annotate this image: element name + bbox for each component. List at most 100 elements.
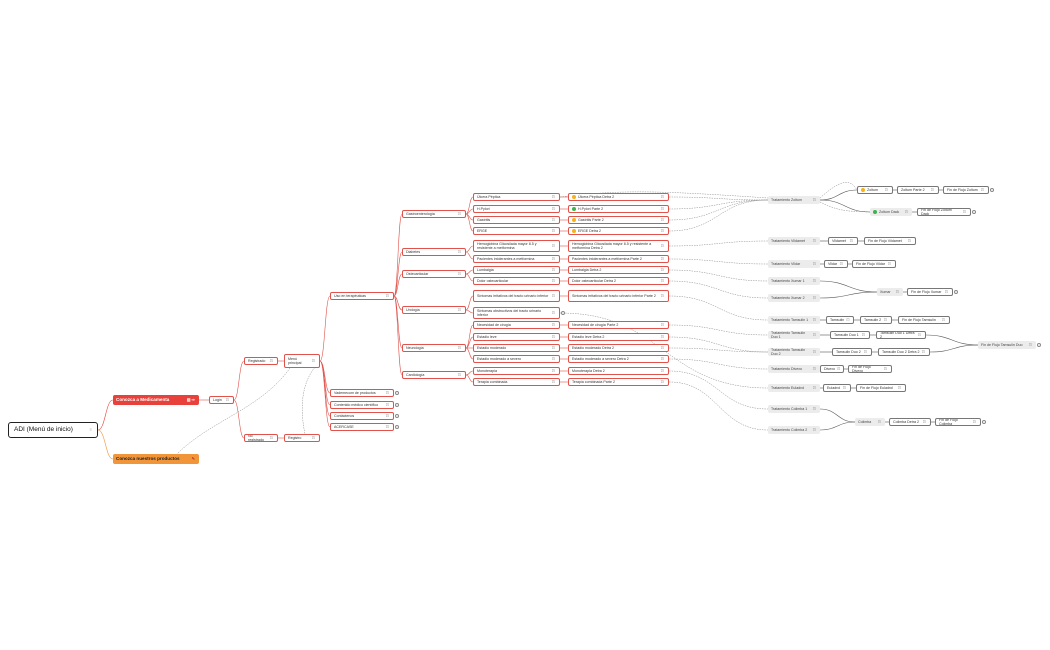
condition-topic[interactable]: Dolor osteoarticular⊡ xyxy=(473,277,560,285)
product-node[interactable]: Divexo⊡ xyxy=(820,365,844,373)
product-node[interactable]: Fin de Flujo Tamsulin⊡ xyxy=(898,316,950,324)
condition-detail[interactable]: Necesidad de cirugía Parte 2⊡ xyxy=(568,321,669,329)
expand-icon[interactable] xyxy=(982,420,986,424)
condition-topic[interactable]: Monoterapia⊡ xyxy=(473,367,560,375)
condition-topic[interactable]: Estadio moderado a severo⊡ xyxy=(473,355,560,363)
product-node[interactable]: Tamsulin Duo 1 Detra 2⊡ xyxy=(876,331,926,339)
expand-icon[interactable] xyxy=(954,290,958,294)
condition-topic[interactable]: Hemoglobina Glicosilada mayor 8.5 y resi… xyxy=(473,240,560,252)
treatment-node[interactable]: Tratamiento Colimba 2⊡ xyxy=(768,426,820,434)
condition-topic[interactable]: Gastritis⊡ xyxy=(473,216,560,224)
product-node[interactable]: Zoltum⊡ xyxy=(857,186,893,194)
treatment-node[interactable]: Tratamiento Tamsulin Duo 2⊡ xyxy=(768,348,820,356)
product-node[interactable]: Euladrol⊡ xyxy=(823,384,851,392)
product-node[interactable]: Fin de Flujo Euladrol⊡ xyxy=(856,384,906,392)
treatment-node[interactable]: Tratamiento Zoltum⊡ xyxy=(768,196,820,204)
expand-icon[interactable] xyxy=(395,403,399,407)
condition-topic[interactable]: Úlcera Péptica⊡ xyxy=(473,193,560,201)
expand-icon[interactable] xyxy=(395,391,399,395)
specialty-topic[interactable]: Neurología⊡ xyxy=(402,344,466,352)
treatment-node[interactable]: Tratamiento Colimba 1⊡ xyxy=(768,405,820,413)
condition-detail[interactable]: Monoterapia Detra 2⊡ xyxy=(568,367,669,375)
product-node[interactable]: Colimba Detra 2⊡ xyxy=(889,418,931,426)
product-node[interactable]: Fin de Flujo Tamsulin Duo⊡ xyxy=(978,341,1036,349)
menu-item[interactable]: Vademecum de productos⊡ xyxy=(330,389,394,397)
condition-topic[interactable]: Lumbalgia⊡ xyxy=(473,266,560,274)
product-node[interactable]: Fin de Flujo Zoltum⊡ xyxy=(943,186,989,194)
condition-topic[interactable]: Estadio moderado⊡ xyxy=(473,344,560,352)
specialty-topic[interactable]: Urología⊡ xyxy=(402,306,466,314)
expand-icon[interactable] xyxy=(395,414,399,418)
root-topic[interactable]: ADI (Menú de inicio) ≡ xyxy=(8,422,98,438)
condition-topic[interactable]: ERGE⊡ xyxy=(473,227,560,235)
product-node[interactable]: Tamsulin 2⊡ xyxy=(860,316,892,324)
treatment-node[interactable]: Tratamiento Vildar⊡ xyxy=(768,260,820,268)
product-node[interactable]: Fin de Flujo Vildamet⊡ xyxy=(864,237,916,245)
product-node[interactable]: Tamsulin Duo 1⊡ xyxy=(830,331,870,339)
condition-topic[interactable]: Síntomas irritativos del tracto urinario… xyxy=(473,290,560,302)
product-node[interactable]: Vildamet⊡ xyxy=(828,237,858,245)
condition-topic[interactable]: H.Pylori⊡ xyxy=(473,205,560,213)
topic-registrado[interactable]: Registrado⊡ xyxy=(244,357,278,365)
product-node[interactable]: Tamsulin⊡ xyxy=(826,316,854,324)
menu-item[interactable]: Contáctenos⊡ xyxy=(330,412,394,420)
product-node[interactable]: Zoltum Parte 2⊡ xyxy=(897,186,939,194)
condition-detail[interactable]: Úlcera Péptica Detra 2⊡ xyxy=(568,193,669,201)
specialty-topic[interactable]: Gastroenterología⊡ xyxy=(402,210,466,218)
product-node[interactable]: Vildar⊡ xyxy=(824,260,848,268)
treatment-node[interactable]: Tratamiento Tamsulin 1⊡ xyxy=(768,316,820,324)
product-node[interactable]: Zoltum Dack⊡ xyxy=(870,208,912,216)
condition-detail[interactable]: Terapia combinada Parte 2⊡ xyxy=(568,378,669,386)
condition-detail[interactable]: H.Pylori Parte 2⊡ xyxy=(568,205,669,213)
treatment-node[interactable]: Tratamiento Xumar 1⊡ xyxy=(768,277,820,285)
product-node[interactable]: Tamsulin Duo 2⊡ xyxy=(832,348,872,356)
treatment-node[interactable]: Tratamiento Vildamet⊡ xyxy=(768,237,820,245)
expand-icon[interactable] xyxy=(990,188,994,192)
condition-detail[interactable]: Pacientes intolerantes a metformina Part… xyxy=(568,255,669,263)
product-node[interactable]: Colimba⊡ xyxy=(855,418,885,426)
topic-no-registrado[interactable]: No registrado⊡ xyxy=(244,434,278,442)
topic-conozca-productos[interactable]: Conozca nuestros productos ✎ xyxy=(113,454,199,464)
expand-icon[interactable] xyxy=(561,311,565,315)
condition-topic[interactable]: Terapia combinada⊡ xyxy=(473,378,560,386)
condition-detail[interactable]: ERGE Detra 2⊡ xyxy=(568,227,669,235)
condition-detail[interactable]: Gastritis Parte 2⊡ xyxy=(568,216,669,224)
expand-icon[interactable] xyxy=(1037,343,1041,347)
condition-topic[interactable]: Síntomas obstructivos del tracto urinari… xyxy=(473,307,560,319)
product-node[interactable]: Xumar⊡ xyxy=(877,288,903,296)
note-icon: ⊡ xyxy=(842,384,846,390)
condition-detail[interactable]: Estadio moderado a severo Detra 2⊡ xyxy=(568,355,669,363)
menu-item[interactable]: Uso en terapéuticas⊡ xyxy=(330,292,394,300)
condition-topic[interactable]: Pacientes intolerantes a metformina⊡ xyxy=(473,255,560,263)
topic-conozca-medicamenta[interactable]: Conozca a Medicamenta ▥ ⇨ xyxy=(113,395,199,405)
product-node[interactable]: Tamsulin Duo 2 Detra 2⊡ xyxy=(878,348,930,356)
note-icon: ⊡ xyxy=(551,355,555,361)
expand-icon[interactable] xyxy=(972,210,976,214)
treatment-node[interactable]: Tratamiento Divexo⊡ xyxy=(768,365,820,373)
specialty-topic[interactable]: Osteoarticular⊡ xyxy=(402,270,466,278)
condition-detail[interactable]: Estadio leve Detra 2⊡ xyxy=(568,333,669,341)
product-node[interactable]: Fin de Flujo Colimba⊡ xyxy=(935,418,981,426)
condition-topic[interactable]: Estadio leve⊡ xyxy=(473,333,560,341)
condition-topic[interactable]: Necesidad de cirugía⊡ xyxy=(473,321,560,329)
product-node[interactable]: Fin de Flujo Divexo⊡ xyxy=(848,365,892,373)
specialty-topic[interactable]: Cardiología⊡ xyxy=(402,371,466,379)
menu-item[interactable]: ACERCASE⊡ xyxy=(330,423,394,431)
condition-detail[interactable]: Hemoglobina Glicosilada mayor 8.5 y resi… xyxy=(568,240,669,252)
treatment-node[interactable]: Tratamiento Xumar 2⊡ xyxy=(768,294,820,302)
condition-detail[interactable]: Estadio moderado Detra 2⊡ xyxy=(568,344,669,352)
topic-menu-principal[interactable]: Menú principal⊡ xyxy=(284,354,320,368)
topic-login[interactable]: Login⊡ xyxy=(209,396,234,404)
expand-icon[interactable] xyxy=(395,425,399,429)
condition-detail[interactable]: Síntomas irritativos del tracto urinario… xyxy=(568,290,669,302)
product-node[interactable]: Fin de Flujo Zoltum Dack⊡ xyxy=(917,208,971,216)
product-node[interactable]: Fin de Flujo Vildar⊡ xyxy=(852,260,896,268)
treatment-node[interactable]: Tratamiento Tamsulin Duo 1⊡ xyxy=(768,331,820,339)
menu-item[interactable]: Contenido médico científico⊡ xyxy=(330,401,394,409)
condition-detail[interactable]: Lumbalgia Detra 2⊡ xyxy=(568,266,669,274)
treatment-node[interactable]: Tratamiento Euladrol⊡ xyxy=(768,384,820,392)
product-node[interactable]: Fin de Flujo Xumar⊡ xyxy=(907,288,953,296)
condition-detail[interactable]: Dolor osteoarticular Detra 2⊡ xyxy=(568,277,669,285)
topic-registro[interactable]: Registro⊡ xyxy=(284,434,320,442)
specialty-topic[interactable]: Diabetes⊡ xyxy=(402,248,466,256)
